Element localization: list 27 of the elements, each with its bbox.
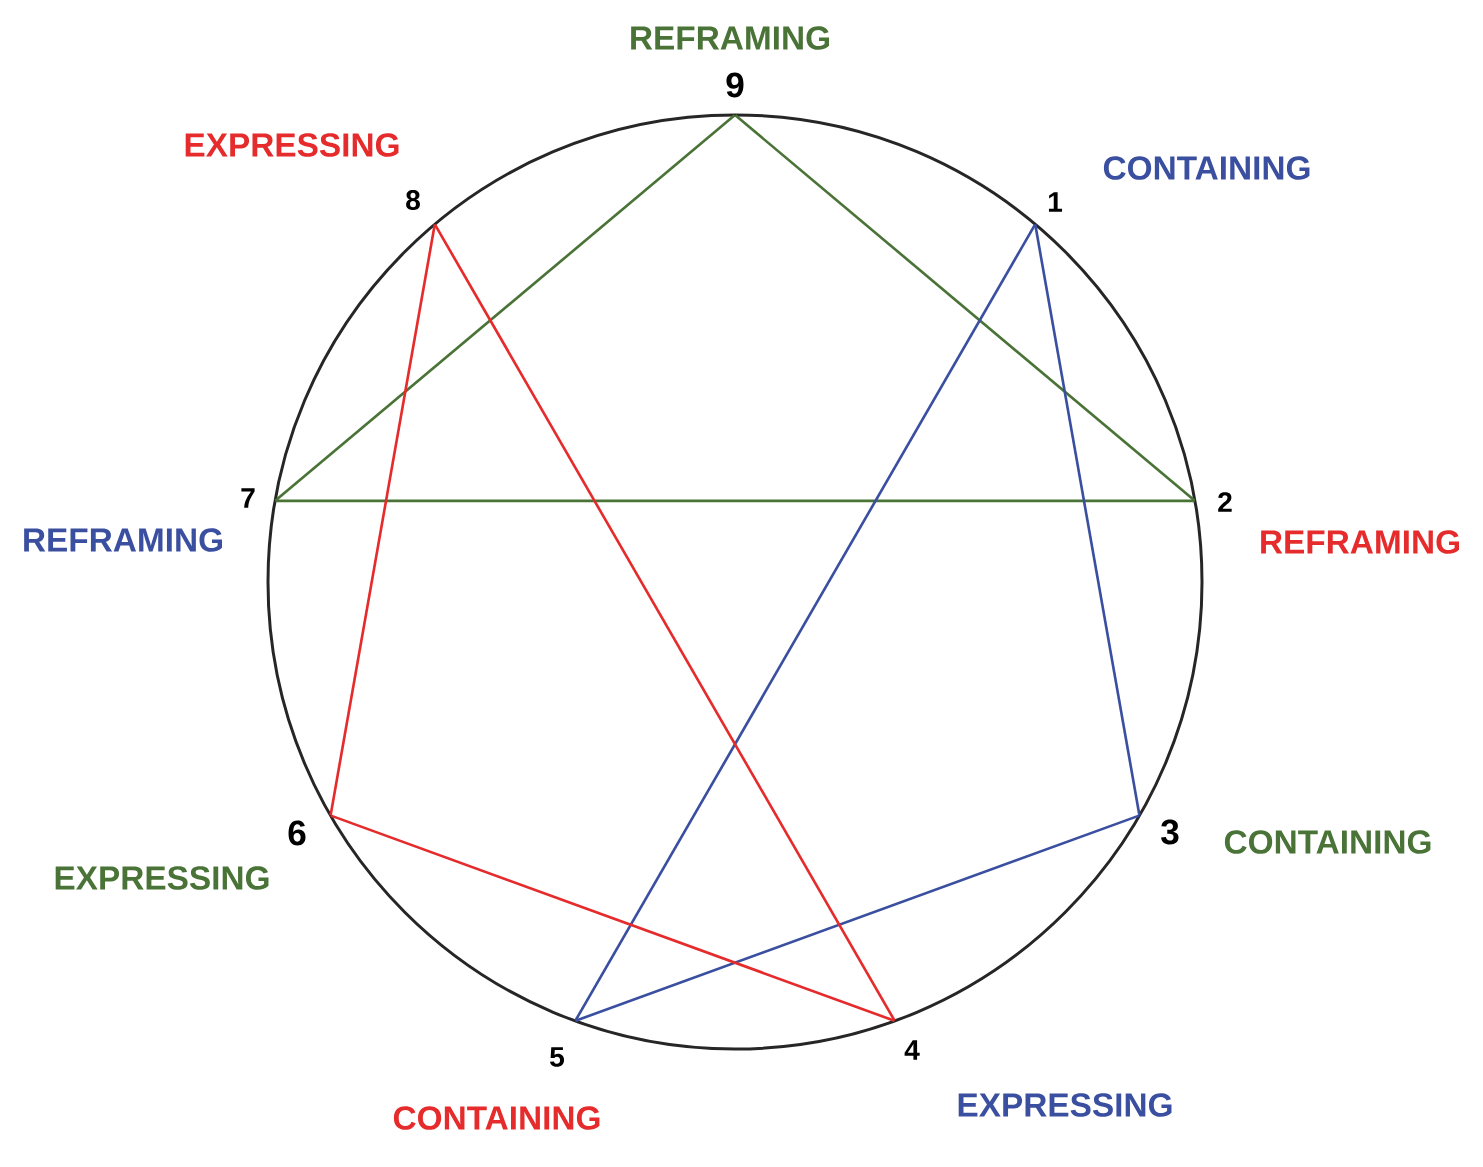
- line: [275, 499, 1195, 503]
- vertex-number: 4: [904, 1040, 920, 1060]
- vertex-number: 5: [550, 1047, 565, 1067]
- vertex-label: EXPRESSING: [185, 133, 399, 157]
- line: [329, 224, 437, 816]
- vertex-number: 1: [1048, 192, 1063, 212]
- line: [574, 223, 1037, 1022]
- vertex-label: EXPRESSING: [55, 866, 269, 890]
- vertex-number: 9: [726, 72, 744, 98]
- vertex-label: CONTAINING: [1224, 830, 1431, 854]
- line: [274, 114, 736, 502]
- line: [1033, 224, 1141, 816]
- vertex-number: 3: [1161, 819, 1179, 845]
- vertex-label: CONTAINING: [1103, 156, 1310, 180]
- vertex-number: 2: [1218, 492, 1232, 512]
- vertex-label: CONTAINING: [393, 1106, 600, 1130]
- vertex-number: 8: [406, 190, 420, 210]
- vertex-label: REFRAMING: [631, 26, 829, 50]
- vertex-label: REFRAMING: [1261, 530, 1459, 554]
- line: [575, 814, 1140, 1022]
- vertex-label: EXPRESSING: [958, 1093, 1172, 1117]
- vertex-number: 7: [241, 488, 255, 508]
- vertex-label: REFRAMING: [24, 528, 222, 552]
- line: [433, 223, 896, 1022]
- vertex-number: 6: [288, 820, 306, 846]
- line: [734, 114, 1196, 502]
- line: [330, 814, 895, 1022]
